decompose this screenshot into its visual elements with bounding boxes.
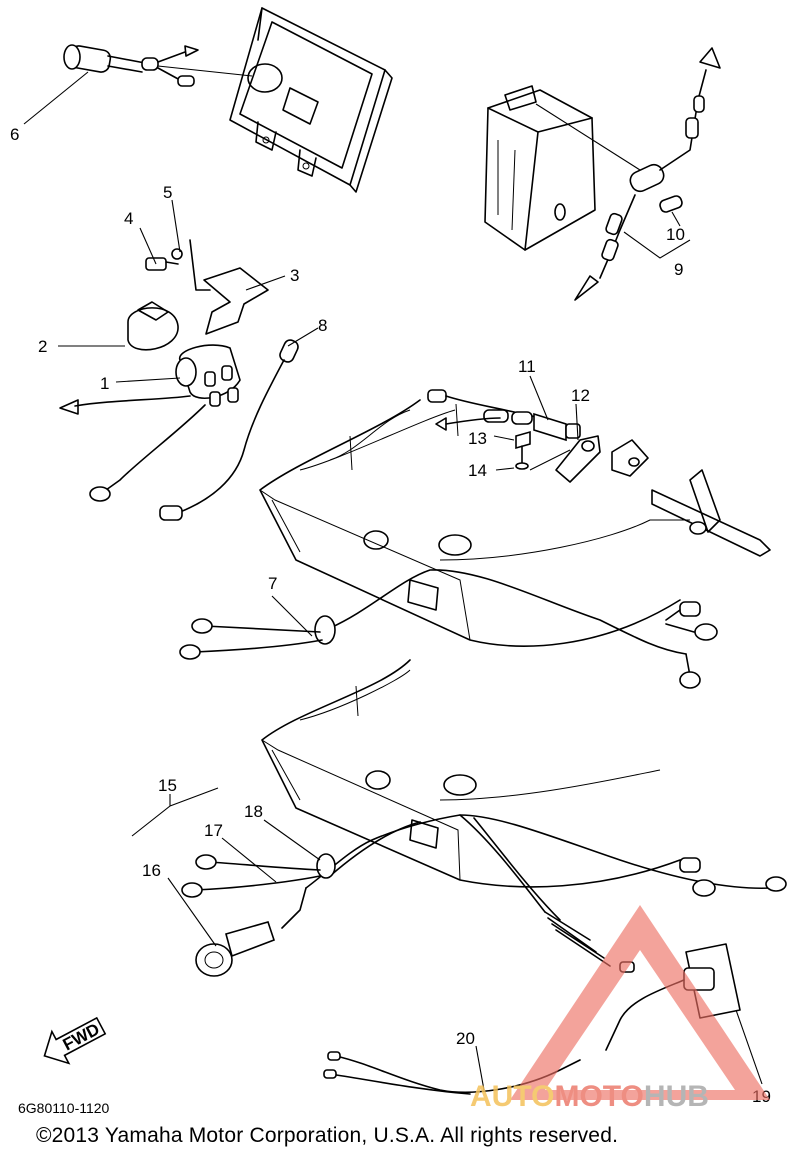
watermark-hub: HUB: [644, 1080, 709, 1113]
watermark-triangle: [510, 905, 770, 1100]
part-label-5: 5: [163, 183, 172, 202]
fwd-arrow: FWD: [43, 1016, 107, 1065]
remote-panel-switch: [23, 7, 393, 193]
part-label-12: 12: [571, 386, 590, 405]
part-label-18: 18: [244, 802, 263, 821]
watermark-moto: MOTO: [554, 1080, 643, 1113]
automotohub-watermark: AUTOMOTOHUB: [470, 905, 770, 1113]
part-label-10: 10: [666, 225, 685, 244]
part-label-16: 16: [142, 861, 161, 880]
part-label-13: 13: [468, 429, 487, 448]
part-label-9: 9: [674, 260, 683, 279]
part-label-8: 8: [318, 316, 327, 335]
part-label-7: 7: [268, 574, 277, 593]
svg-text:AUTOMOTOHUB: AUTOMOTOHUB: [470, 1080, 709, 1113]
part-label-15: 15: [158, 776, 177, 795]
starter-relay-assembly: [58, 199, 319, 521]
part-labels: 1 2 3 4 5 6 7 8 9 10 11 12 13 14 15 16 1…: [10, 125, 771, 1106]
part-label-3: 3: [290, 266, 299, 285]
part-label-20: 20: [456, 1029, 475, 1048]
diagram-code: 6G80110-1120: [18, 1100, 110, 1116]
part-label-6: 6: [10, 125, 19, 144]
relay-box: [484, 47, 721, 301]
copyright-notice: ©2013 Yamaha Motor Corporation, U.S.A. A…: [36, 1124, 619, 1147]
watermark-auto: AUTO: [470, 1080, 554, 1113]
fwd-label: FWD: [60, 1019, 103, 1054]
part-label-1: 1: [100, 374, 109, 393]
upper-cowling: [179, 375, 771, 689]
part-label-11: 11: [518, 357, 536, 376]
part-label-4: 4: [124, 209, 133, 228]
part-label-2: 2: [38, 337, 47, 356]
part-label-14: 14: [468, 461, 487, 480]
part-label-17: 17: [204, 821, 223, 840]
